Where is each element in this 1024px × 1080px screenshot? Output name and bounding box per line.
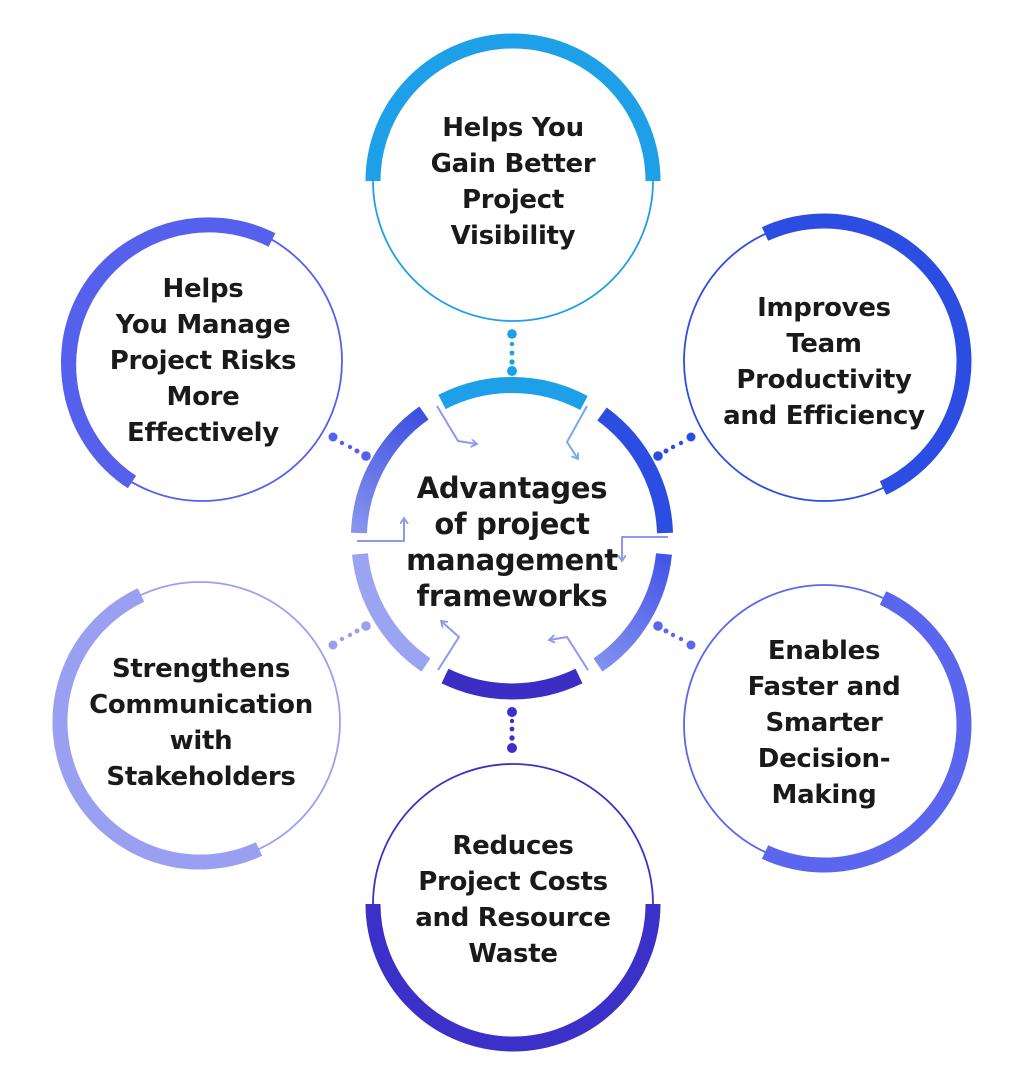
- center-segment-bottom: [441, 668, 583, 700]
- node-ring-top-left: [61, 217, 343, 502]
- node-ring-top: [365, 33, 661, 322]
- hook-arrow-left: [357, 518, 404, 542]
- node-label-bottom-left: Strengthens Communication with Stakehold…: [89, 654, 313, 792]
- thick-arc: [761, 213, 972, 495]
- thick-arc: [365, 33, 661, 182]
- hook-arrow-bottom-left: [437, 621, 460, 671]
- node-label-top-right: Improves Team Productivity and Efficienc…: [723, 293, 925, 431]
- hook-arrow-right: [622, 536, 668, 561]
- node-ring-bottom-left: [52, 581, 341, 870]
- node-ring-top-right: [683, 213, 972, 502]
- cycle-arrows: [357, 405, 668, 671]
- connector-bottom-right: [653, 621, 696, 650]
- connector-top-right: [653, 432, 696, 461]
- connector-bottom-left: [328, 621, 371, 650]
- center-segment-top-left: [351, 406, 429, 534]
- hook-arrow-bottom-right: [549, 637, 589, 671]
- center-segment-top-right: [597, 407, 673, 534]
- center-segment-bottom-left: [352, 553, 431, 672]
- center-ring: [351, 377, 673, 700]
- center-segment-bottom-right: [593, 553, 672, 672]
- connector-bottom: [507, 707, 517, 753]
- thick-arc: [52, 588, 263, 870]
- node-label-top-left: Helps You Manage Project Risks More Effe…: [109, 274, 297, 448]
- node-ring-bottom: [365, 763, 661, 1052]
- node-label-bottom: Reduces Project Costs and Resource Waste: [415, 831, 611, 969]
- center-title: Advantages of project management framewo…: [406, 471, 618, 613]
- node-label-bottom-right: Enables Faster and Smarter Decision- Mak…: [747, 636, 901, 810]
- thick-arc: [61, 217, 276, 489]
- node-ring-bottom-right: [683, 584, 972, 873]
- thick-arc: [365, 903, 661, 1052]
- thick-arc: [761, 591, 972, 873]
- connector-top-left: [328, 432, 371, 461]
- center-segment-top: [438, 377, 588, 411]
- node-label-top: Helps You Gain Better Project Visibility: [430, 113, 596, 251]
- hook-arrow-top-right: [566, 405, 588, 459]
- hook-arrow-top-left: [436, 405, 477, 444]
- connector-top: [507, 329, 517, 376]
